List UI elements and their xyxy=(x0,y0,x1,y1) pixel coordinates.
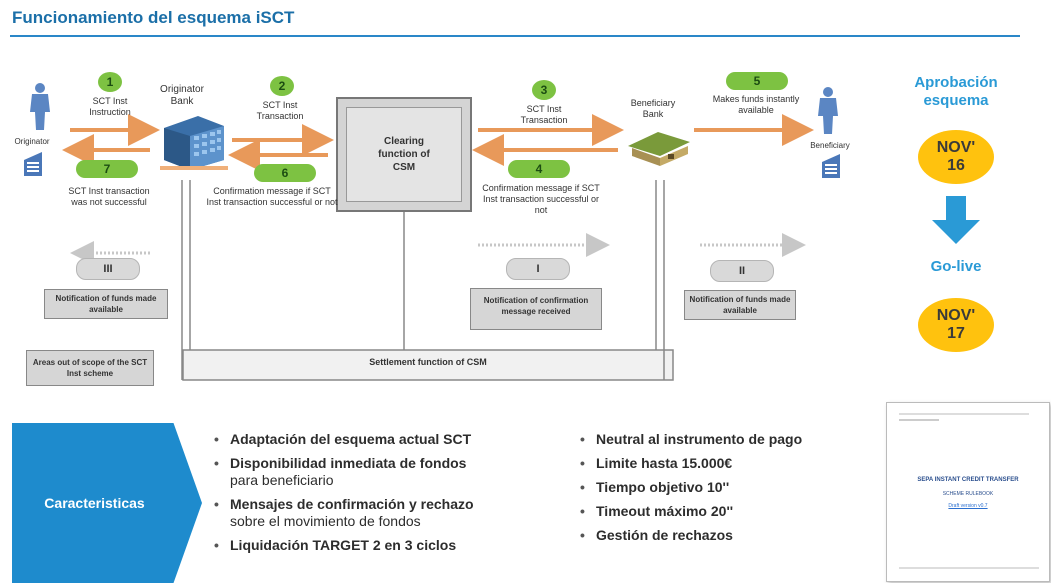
notif-badge-I: I xyxy=(506,258,570,280)
settlement-label: Settlement function of CSM xyxy=(369,357,487,367)
notif-badge-II: II xyxy=(710,260,774,282)
page-title: Funcionamiento del esquema iSCT xyxy=(12,8,295,27)
golive-date: NOV' 17 xyxy=(936,307,976,342)
golive-label: Go-live xyxy=(930,258,982,275)
step-label-2: SCT Inst Transaction xyxy=(256,100,304,121)
beneficiary-label: Beneficiary xyxy=(810,141,850,150)
originator-label: Originator xyxy=(14,137,50,146)
caracteristicas-label: Caracteristicas xyxy=(44,495,145,511)
beneficiary-bank-house-icon xyxy=(628,132,690,166)
originator-building-icon xyxy=(24,152,42,176)
out-of-scope-box: Areas out of scope of the SCT Inst schem… xyxy=(26,350,154,386)
notif-badge-III: III xyxy=(76,258,140,280)
document-title: SEPA INSTANT CREDIT TRANSFER xyxy=(917,477,1019,483)
beneficiary-person-icon xyxy=(818,87,838,134)
list-item: Liquidación TARGET 2 en 3 ciclos xyxy=(212,537,572,554)
beneficiary-building-icon xyxy=(822,154,840,178)
notif-box-I: Notification of confirmation message rec… xyxy=(470,288,602,330)
notif-box-II: Notification of funds made available xyxy=(684,290,796,320)
list-item: Limite hasta 15.000€ xyxy=(578,455,878,472)
step-badge-6: 6 xyxy=(254,164,316,182)
list-item: Gestión de rechazos xyxy=(578,527,878,544)
list-item: Tiempo objetivo 10'' xyxy=(578,479,878,496)
step-badge-4: 4 xyxy=(508,160,570,178)
step-badge-1: 1 xyxy=(98,72,122,92)
step-label-5: Makes funds instantly available xyxy=(712,94,800,115)
caracteristicas-list-1: Adaptación del esquema actual SCT Dispon… xyxy=(212,431,572,561)
approval-label: Aprobación esquema xyxy=(914,74,998,109)
csm-clearing-box: Clearing function of CSM xyxy=(336,97,472,212)
rulebook-document-thumbnail: SEPA INSTANT CREDIT TRANSFER SCHEME RULE… xyxy=(886,402,1050,582)
csm-clearing-label: Clearing function of CSM xyxy=(378,136,430,173)
approval-date: NOV' 16 xyxy=(936,139,976,174)
document-link: Draft version v0.7 xyxy=(948,503,988,509)
title-underline xyxy=(10,35,1020,37)
golive-date-oval: NOV' 17 xyxy=(918,298,994,352)
originator-bank-building-icon xyxy=(160,116,228,170)
step-badge-3: 3 xyxy=(532,80,556,100)
list-item: Adaptación del esquema actual SCT xyxy=(212,431,572,448)
timeline-arrow xyxy=(932,196,980,244)
step-label-6: Confirmation message if SCT Inst transac… xyxy=(206,186,338,207)
notif-box-III: Notification of funds made available xyxy=(44,289,168,319)
step-label-7: SCT Inst transaction was not successful xyxy=(68,186,150,207)
caracteristicas-chevron xyxy=(12,423,202,583)
list-item: Timeout máximo 20'' xyxy=(578,503,878,520)
document-subtitle: SCHEME RULEBOOK xyxy=(942,491,994,497)
list-item: Mensajes de confirmación y rechazosobre … xyxy=(212,496,572,530)
step-badge-7: 7 xyxy=(76,160,138,178)
originator-person-icon xyxy=(30,83,50,130)
step-label-3: SCT Inst Transaction xyxy=(520,104,568,125)
caracteristicas-list-2: Neutral al instrumento de pago Limite ha… xyxy=(578,431,878,551)
step-label-4: Confirmation message if SCT Inst transac… xyxy=(482,183,600,215)
beneficiary-bank-label: Beneficiary Bank xyxy=(630,98,676,119)
list-item: Neutral al instrumento de pago xyxy=(578,431,878,448)
approval-date-oval: NOV' 16 xyxy=(918,130,994,184)
step-badge-5: 5 xyxy=(726,72,788,90)
step-badge-2: 2 xyxy=(270,76,294,96)
originator-bank-label: Originator Bank xyxy=(160,84,204,107)
step-label-1: SCT Inst Instruction xyxy=(89,96,131,117)
